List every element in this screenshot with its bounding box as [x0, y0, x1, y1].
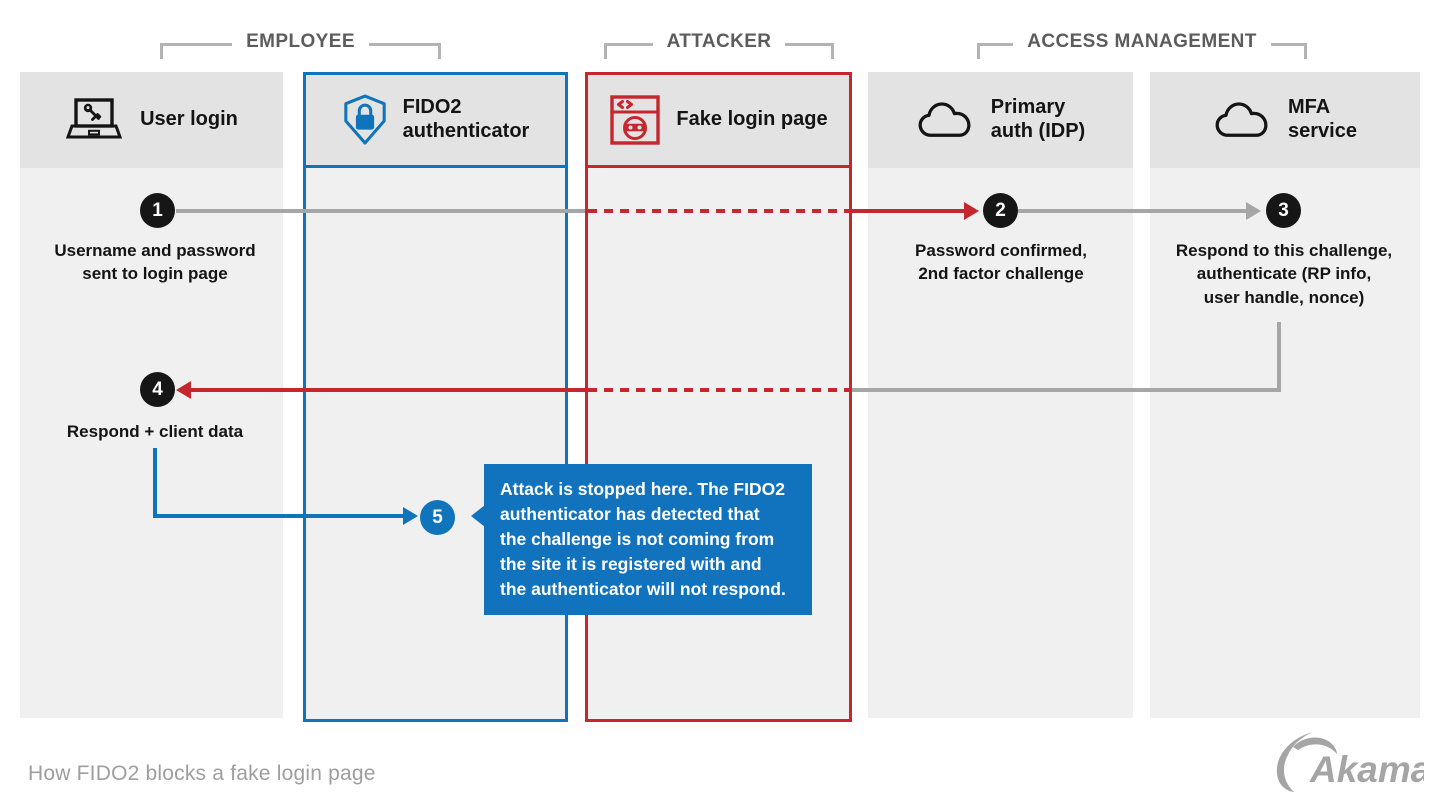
- step-circle-1: 1: [140, 193, 175, 228]
- group-bracket-employee: EMPLOYEE: [160, 31, 441, 59]
- lane-mfa-service: [1150, 168, 1420, 718]
- lane-fake-login-page: Fake login page: [585, 72, 852, 722]
- cloud-icon: [1215, 102, 1268, 137]
- shield-lock-icon: [343, 94, 386, 145]
- lane-label-fido2: FIDO2 authenticator: [402, 96, 530, 142]
- group-bracket-attacker: ATTACKER: [604, 31, 834, 59]
- group-bracket-access-management: ACCESS MANAGEMENT: [977, 31, 1307, 59]
- akamai-swoosh-icon: [1293, 737, 1337, 754]
- arrowhead-right-blue-icon: [403, 507, 418, 525]
- flow-line-step2-gray: [1018, 209, 1246, 213]
- return-line-vertical-gray: [1277, 322, 1281, 392]
- lane-label-fake-login: Fake login page: [676, 108, 828, 131]
- lane-header-fido2: FIDO2 authenticator: [306, 75, 565, 168]
- step-text-1: Username and password sent to login page: [54, 241, 256, 284]
- bandit-browser-icon: [610, 95, 661, 145]
- step-text-3: Respond to this challenge, authenticate …: [1175, 241, 1393, 307]
- lane-header-fake-login: Fake login page: [588, 75, 849, 168]
- lane-header-user-login: User login: [20, 72, 283, 168]
- fido2-line-vertical-blue: [153, 448, 157, 518]
- step-number: 3: [1278, 199, 1289, 221]
- return-line-dashed-red: [588, 388, 852, 392]
- group-label-employee: EMPLOYEE: [246, 31, 355, 52]
- step-number: 1: [152, 199, 163, 221]
- group-label-attacker: ATTACKER: [666, 31, 772, 52]
- arrowhead-left-red-icon: [176, 381, 191, 399]
- return-line-red: [190, 388, 588, 392]
- step-text-2: Password confirmed, 2nd factor challenge: [915, 241, 1087, 284]
- bracket-line: [977, 43, 1014, 59]
- step-number: 2: [995, 199, 1006, 221]
- flow-line-step1-red: [852, 209, 964, 213]
- bracket-line: [604, 43, 653, 59]
- step-number: 5: [432, 506, 443, 528]
- group-label-access-management: ACCESS MANAGEMENT: [1027, 31, 1257, 52]
- step-text-4: Respond + client data: [66, 422, 244, 441]
- diagram-caption: How FIDO2 blocks a fake login page: [28, 762, 376, 785]
- lane-primary-auth: [868, 168, 1133, 718]
- step-number: 4: [152, 378, 163, 400]
- akamai-logo: Akamai: [1276, 732, 1424, 792]
- flow-line-step1-gray: [176, 209, 585, 213]
- lane-user-login: [20, 168, 283, 718]
- step-circle-2: 2: [983, 193, 1018, 228]
- bracket-line: [160, 43, 233, 59]
- lane-fido2-authenticator: FIDO2 authenticator: [303, 72, 568, 722]
- akamai-swoosh-icon: [1276, 732, 1313, 792]
- flow-line-step1-dashed-red: [588, 209, 852, 213]
- return-line-horizontal-gray: [852, 388, 1281, 392]
- callout-text: Attack is stopped here. The FIDO2 authen…: [500, 479, 786, 599]
- arrowhead-right-gray-icon: [1246, 202, 1261, 220]
- laptop-key-icon: [65, 98, 123, 139]
- callout-attack-stopped: Attack is stopped here. The FIDO2 authen…: [471, 464, 812, 615]
- lane-label-primary-auth: Primary auth (IDP): [990, 96, 1086, 142]
- step-circle-3: 3: [1266, 193, 1301, 228]
- step-circle-5: 5: [420, 500, 455, 535]
- lane-label-mfa-service: MFA service: [1288, 96, 1357, 142]
- fido2-line-horizontal-blue: [153, 514, 403, 518]
- lane-header-mfa-service: MFA service: [1150, 72, 1420, 168]
- bracket-line: [1270, 43, 1307, 59]
- cloud-icon: [918, 102, 971, 137]
- bracket-line: [368, 43, 441, 59]
- arrowhead-right-red-icon: [964, 202, 979, 220]
- lane-label-user-login: User login: [140, 108, 238, 131]
- callout-tail-icon: [471, 505, 485, 527]
- akamai-wordmark: Akamai: [1309, 749, 1424, 790]
- step-circle-4: 4: [140, 372, 175, 407]
- bracket-line: [785, 43, 834, 59]
- lane-header-primary-auth: Primary auth (IDP): [868, 72, 1133, 168]
